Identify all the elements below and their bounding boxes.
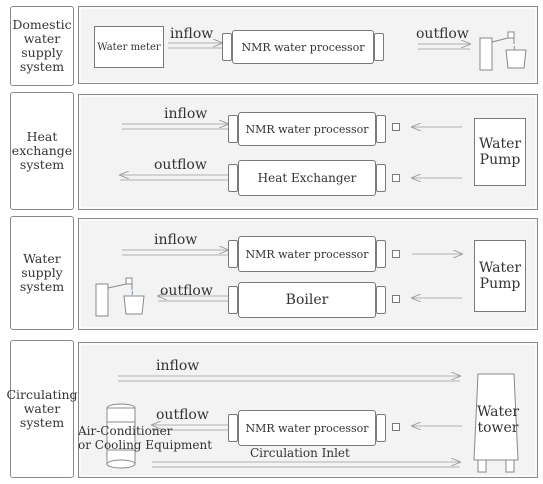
faucet-icon bbox=[479, 31, 527, 71]
processor-cap-left bbox=[228, 240, 238, 268]
water-tower-icon bbox=[473, 373, 519, 473]
label-water-supply-system: Water supply system bbox=[10, 216, 74, 330]
boiler-outlet bbox=[392, 295, 400, 303]
label-domestic-water-supply-system: Domestic water supply system bbox=[10, 6, 74, 86]
circ-outflow-label: outflow bbox=[156, 407, 209, 423]
label-heat-exchange-system: Heat exchange system bbox=[10, 92, 74, 210]
supply-water-pump: Water Pump bbox=[474, 240, 526, 312]
exchanger-cap-left bbox=[228, 164, 238, 192]
heat-outflow-label: outflow bbox=[154, 157, 207, 173]
cooling-unit-icon bbox=[106, 403, 136, 469]
heat-exchanger: Heat Exchanger bbox=[238, 160, 376, 196]
processor-outlet bbox=[392, 423, 400, 431]
supply-outflow-label: outflow bbox=[160, 283, 213, 299]
domestic-nmr-processor: NMR water processor bbox=[232, 30, 374, 64]
processor-outlet bbox=[392, 250, 400, 258]
supply-nmr-processor: NMR water processor bbox=[238, 236, 376, 272]
processor-cap-left bbox=[222, 33, 232, 61]
processor-cap-right bbox=[376, 414, 386, 442]
processor-cap-left bbox=[228, 414, 238, 442]
water-tower-label: Water tower bbox=[476, 404, 520, 436]
circ-inflow-label: inflow bbox=[156, 358, 200, 374]
exchanger-outlet bbox=[392, 174, 400, 182]
label-circulating-water-system: Circulating water system bbox=[6, 340, 78, 478]
circ-nmr-processor: NMR water processor bbox=[238, 410, 376, 446]
water-meter-box: Water meter bbox=[94, 26, 164, 68]
heat-water-pump: Water Pump bbox=[474, 118, 526, 186]
boiler-cap-right bbox=[376, 286, 386, 314]
boiler-cap-left bbox=[228, 286, 238, 314]
processor-cap-left bbox=[228, 115, 238, 143]
heat-nmr-processor: NMR water processor bbox=[238, 112, 376, 146]
circulation-inlet-label: Circulation Inlet bbox=[250, 446, 350, 460]
processor-cap-right bbox=[376, 240, 386, 268]
processor-cap-right bbox=[374, 33, 384, 61]
domestic-outflow-label: outflow bbox=[416, 26, 469, 42]
exchanger-cap-right bbox=[376, 164, 386, 192]
faucet-icon bbox=[95, 277, 145, 317]
air-conditioner-label: Air-Conditioner or Cooling Equipment bbox=[78, 424, 213, 452]
supply-inflow-label: inflow bbox=[154, 232, 198, 248]
processor-cap-right bbox=[376, 115, 386, 143]
domestic-inflow-label: inflow bbox=[170, 26, 214, 42]
processor-outlet bbox=[392, 123, 400, 131]
heat-inflow-label: inflow bbox=[164, 106, 208, 122]
boiler: Boiler bbox=[238, 282, 376, 318]
